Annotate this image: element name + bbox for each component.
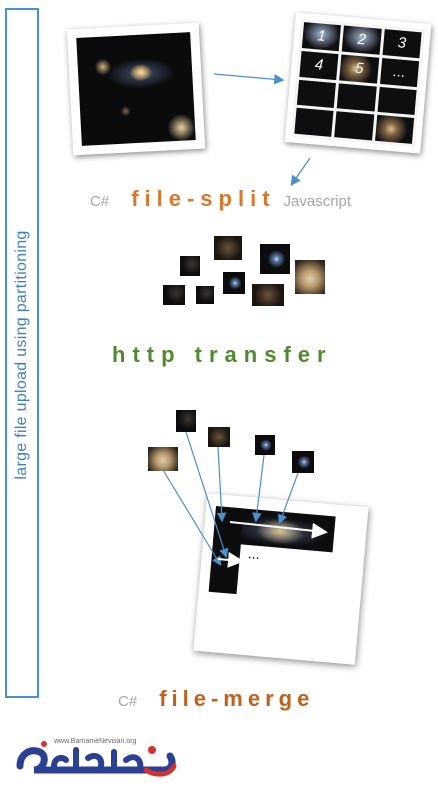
merged-column-strip [208,506,245,595]
logo-url: www.BarnameNevisan.org [54,738,137,745]
split-title: file-split [131,186,276,211]
grid-cell-2: 2 [342,25,382,55]
merge-title: file-merge [159,686,315,711]
merge-title-row: C# file-merge [118,686,314,712]
split-right-lang: Javascript [283,193,352,210]
split-arrow [213,73,285,85]
split-grid: 1 2 3 4 5 ... [291,18,425,148]
transfer-piece [180,256,200,276]
galaxy-image [76,32,196,146]
grid-cell-5: 5 [339,54,379,84]
merge-ellipsis: ... [247,545,261,563]
split-image-card: 1 2 3 4 5 ... [284,12,432,154]
original-image-card [66,22,206,156]
transfer-piece [223,272,245,294]
grid-cell [334,111,374,141]
site-logo: www.BarnameNevisan.org [14,736,180,782]
grid-cell-more: ... [379,57,420,87]
transfer-title: http transfer [112,342,333,367]
transfer-piece [252,284,284,306]
split-title-row: C# file-split Javascript [90,186,351,212]
merge-image-card: ... [193,493,369,665]
incoming-piece [208,427,230,447]
grid-cell [296,79,337,109]
grid-cell [374,115,415,144]
incoming-piece [292,451,314,473]
side-label-frame [5,8,39,698]
grid-cell-4: 4 [299,50,339,80]
split-left-lang: C# [90,193,110,210]
down-arrow [290,157,311,187]
logo-mark-icon [16,741,177,777]
grid-cell-1: 1 [301,22,342,51]
transfer-piece [196,286,214,304]
grid-cell-3: 3 [382,29,422,59]
transfer-piece [214,236,242,260]
transfer-piece [260,244,290,274]
grid-cell [294,107,334,137]
grid-cell [377,86,417,116]
incoming-piece [255,435,275,455]
merge-lang: C# [118,693,138,710]
transfer-piece [163,285,185,305]
side-label: large file upload using partitioning [13,230,30,480]
transfer-piece [295,260,325,294]
transfer-title-row: http transfer [112,342,333,368]
incoming-piece [176,410,196,432]
incoming-piece [148,447,178,471]
grid-cell [337,82,377,112]
